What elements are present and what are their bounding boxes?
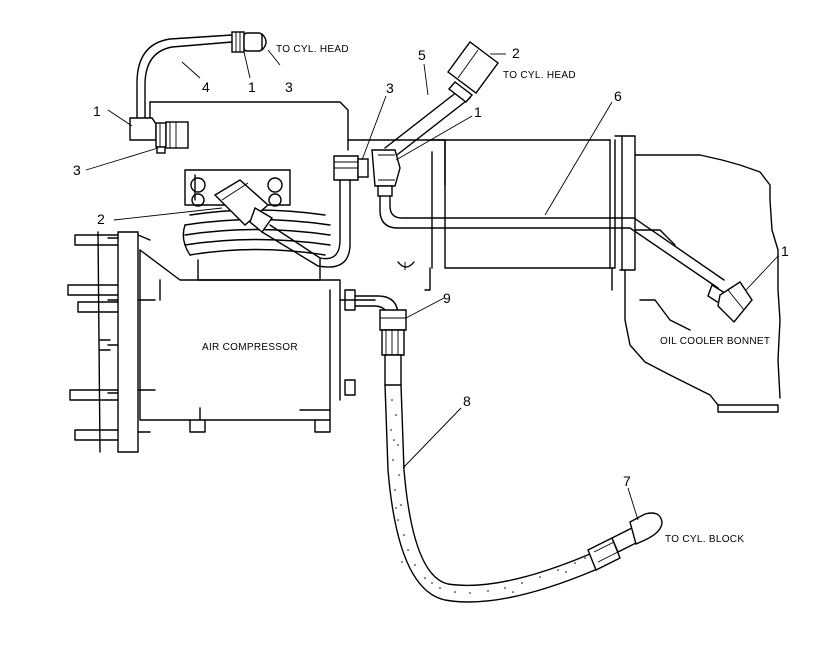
- fitting-7: [587, 512, 663, 571]
- callout-3-mid: 3: [386, 80, 394, 96]
- label-to-cyl-block: TO CYL. BLOCK: [665, 534, 744, 545]
- callout-6: 6: [614, 88, 622, 104]
- callout-3-left: 3: [73, 162, 81, 178]
- callout-numbers: 1 3 4 1 3 2 3 5 2 1 6 1 9 8 7: [73, 45, 789, 489]
- hose-8: [384, 384, 596, 603]
- elbow-fitting-top: [231, 31, 267, 53]
- callout-9: 9: [443, 290, 451, 306]
- callout-2-left: 2: [97, 211, 105, 227]
- callout-1-top: 1: [248, 79, 256, 95]
- callout-8: 8: [463, 393, 471, 409]
- callout-4: 4: [202, 79, 210, 95]
- label-oil-cooler-bonnet: OIL COOLER BONNET: [660, 336, 770, 347]
- air-compressor-body: [67, 169, 376, 453]
- label-to-cyl-head-2: TO CYL. HEAD: [503, 70, 576, 81]
- callout-7: 7: [623, 473, 631, 489]
- elbow-fitting-left: [129, 117, 189, 154]
- elbow-9: [354, 295, 407, 386]
- leader-lines: [85, 49, 779, 521]
- tee-fitting-center: [333, 149, 401, 197]
- tube-5: [384, 41, 499, 159]
- tube-6: [379, 195, 753, 324]
- label-air-compressor: AIR COMPRESSOR: [202, 342, 298, 353]
- callout-5: 5: [418, 47, 426, 63]
- callout-1-left: 1: [93, 103, 101, 119]
- callout-1-right: 1: [781, 243, 789, 259]
- label-to-cyl-head-1: TO CYL. HEAD: [276, 44, 349, 55]
- callout-1-mid: 1: [474, 104, 482, 120]
- text-labels: TO CYL. HEAD TO CYL. HEAD AIR COMPRESSOR…: [202, 44, 770, 545]
- engine-outline: [149, 101, 781, 413]
- callout-2-top: 2: [512, 45, 520, 61]
- tube-4: [136, 34, 233, 119]
- callout-3-top: 3: [285, 79, 293, 95]
- tube-compressor-discharge: [213, 179, 351, 268]
